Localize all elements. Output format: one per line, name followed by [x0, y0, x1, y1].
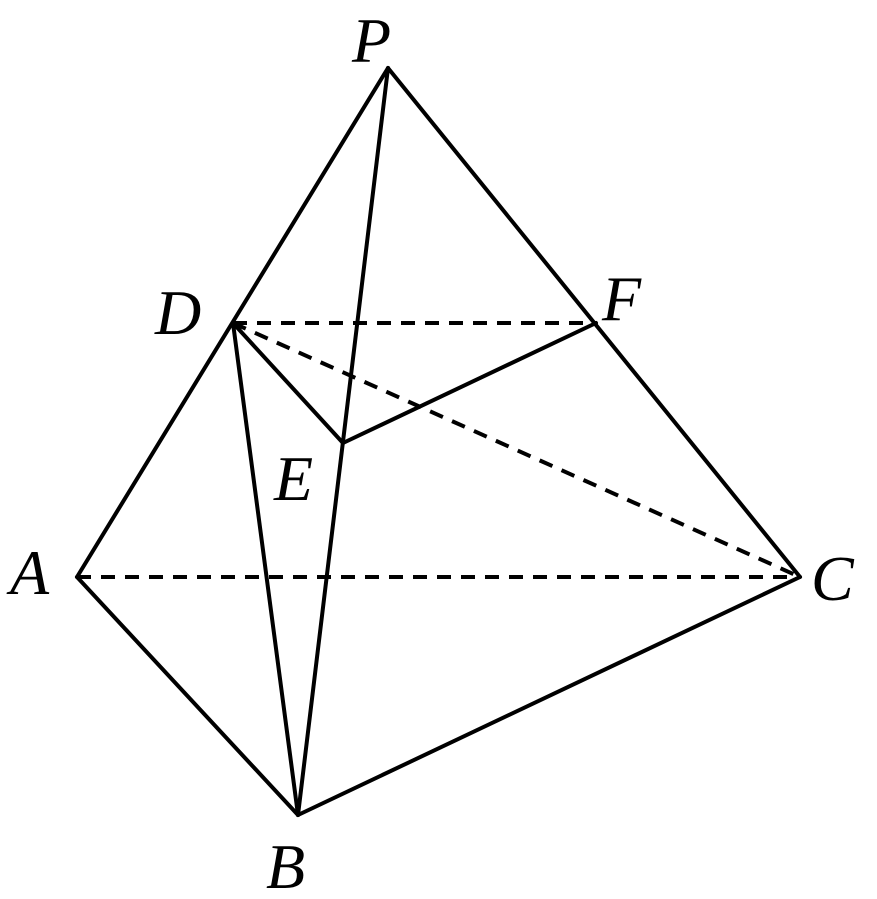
vertex-label-E: E	[273, 443, 313, 514]
edge-AB	[75, 575, 300, 817]
edge-DC-dashed	[232, 321, 801, 579]
vertex-label-P: P	[351, 5, 391, 76]
edge-DB	[231, 321, 300, 817]
edge-BC	[296, 575, 802, 817]
vertex-label-F: F	[601, 263, 642, 334]
vertex-label-A: A	[6, 537, 50, 608]
edge-DE	[231, 321, 345, 445]
vertex-label-D: D	[154, 277, 201, 348]
vertex-label-C: C	[811, 543, 855, 614]
edge-EF	[341, 321, 598, 445]
vertex-label-B: B	[266, 831, 305, 899]
